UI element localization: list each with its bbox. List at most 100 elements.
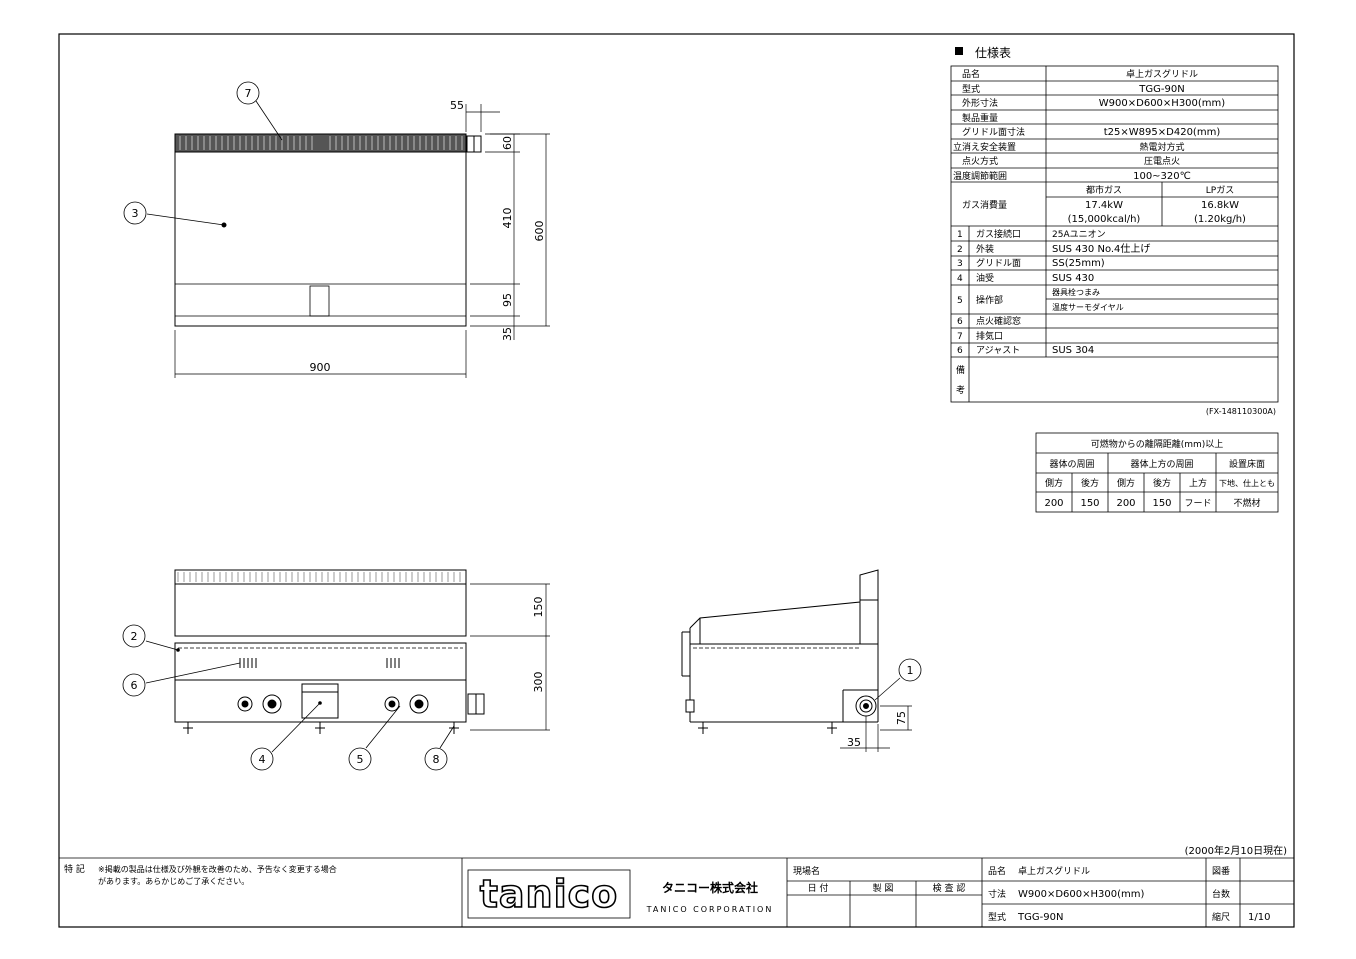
callout-6: 6 (131, 679, 138, 692)
dim-35: 35 (501, 327, 514, 341)
drawing-frame (58, 33, 1295, 928)
dim-60: 60 (501, 136, 514, 150)
date-label: 日 付 (808, 883, 829, 894)
dim-410: 410 (501, 208, 514, 229)
callouts-top (123, 81, 283, 226)
draw-label: 製 図 (873, 882, 894, 894)
clearance-text: 可燃物からの離隔距離(mm)以上 器体の周囲 器体上方の周囲 設置床面 側方 後… (1044, 438, 1275, 509)
callout-8: 8 (433, 753, 440, 766)
clearance-value: 200 (1044, 498, 1063, 509)
part-no: 2 (957, 245, 963, 255)
clearance-group: 器体上方の周囲 (1130, 458, 1193, 470)
dim-95: 95 (501, 293, 514, 307)
company-jp: タニコー株式会社 (662, 880, 758, 895)
callout-2: 2 (131, 630, 138, 643)
clearance-header: 側方 (1045, 477, 1063, 489)
dim-55: 55 (450, 99, 464, 112)
part-value: SUS 430 No.4仕上げ (1052, 242, 1150, 255)
spec-label: 品名 (962, 68, 980, 80)
part-value: SUS 430 (1052, 273, 1094, 284)
model-value: TGG-90N (1017, 912, 1063, 923)
clearance-value: 150 (1080, 498, 1099, 509)
gas-city-kcal: (15,000kcal/h) (1068, 214, 1141, 225)
scale-value: 1/10 (1248, 912, 1270, 923)
note-line-2: があります。あらかじめご了承ください。 (98, 876, 249, 886)
front-view-dimensions (470, 583, 550, 731)
clearance-header: 上方 (1189, 477, 1207, 489)
spec-label: 立消え安全装置 (953, 141, 1016, 153)
spec-label: 外形寸法 (962, 97, 998, 109)
part-no: 5 (957, 296, 963, 306)
tanico-logo: tanico (480, 872, 619, 916)
spec-rows: 品名 卓上ガスグリドル 型式 TGG-90N 外形寸法 W900×D600×H3… (953, 68, 1276, 416)
note-label: 特 記 (64, 863, 85, 875)
name-label: 品名 (988, 865, 1006, 877)
dim-150: 150 (532, 597, 545, 618)
dim-side-35: 35 (847, 736, 861, 749)
spec-heading: 仕様表 (975, 46, 1011, 60)
spec-table (950, 65, 1279, 403)
dim-900: 900 (310, 361, 331, 374)
callout-7: 7 (245, 87, 252, 100)
spec-heading-marker (955, 47, 963, 55)
clearance-group: 設置床面 (1229, 458, 1265, 470)
part-value: 器具栓つまみ (1052, 287, 1100, 297)
name-value: 卓上ガスグリドル (1018, 865, 1090, 877)
gas-lp-kw: 16.8kW (1201, 200, 1239, 211)
count-label: 台数 (1212, 888, 1230, 900)
part-name: 外装 (976, 243, 994, 255)
company-en: TANICO CORPORATION (646, 905, 774, 914)
part-name: 油受 (976, 272, 994, 284)
part-no: 7 (957, 332, 963, 342)
clearance-value: フード (1184, 499, 1211, 509)
callout-dot (318, 701, 322, 705)
note-line-1: ※掲載の製品は仕様及び外観を改善のため、予告なく変更する場合 (98, 864, 337, 874)
part-value: SS(25mm) (1052, 258, 1105, 269)
clearance-value: 200 (1116, 498, 1135, 509)
remarks-label: 備 (956, 364, 965, 376)
gas-city-kw: 17.4kW (1085, 200, 1123, 211)
part-no: 1 (957, 230, 963, 240)
dim-75: 75 (895, 711, 908, 725)
remarks-label: 考 (956, 385, 965, 396)
part-name: アジャスト (976, 346, 1020, 356)
side-view-dimensions (840, 677, 912, 752)
clearance-header: 下地、仕上とも (1219, 478, 1275, 488)
spec-value: 圧電点火 (1144, 156, 1180, 167)
size-label: 寸法 (988, 888, 1006, 900)
top-view-dimensions (174, 104, 550, 378)
callouts-front (122, 624, 455, 771)
spec-value: 卓上ガスグリドル (1126, 68, 1198, 80)
size-value: W900×D600×H300(mm) (1018, 889, 1145, 900)
model-label: 型式 (988, 911, 1006, 923)
callout-dot (176, 648, 180, 652)
part-no: 6 (957, 317, 963, 327)
spec-label: 製品重量 (962, 112, 998, 124)
clearance-value: 150 (1152, 498, 1171, 509)
clearance-value: 不燃材 (1233, 497, 1260, 509)
part-no: 4 (957, 274, 963, 284)
front-view (174, 569, 485, 734)
clearance-group: 器体の周囲 (1049, 458, 1094, 470)
callout-1: 1 (907, 664, 914, 677)
side-view (681, 569, 879, 734)
part-name: グリドル面 (976, 257, 1021, 269)
scale-label: 縮尺 (1212, 911, 1230, 923)
dim-300: 300 (532, 672, 545, 693)
clearance-table (1035, 432, 1279, 513)
spec-label: 型式 (962, 83, 980, 95)
callout-4: 4 (259, 753, 266, 766)
gas-head-city: 都市ガス (1086, 184, 1122, 196)
spec-label: 点火方式 (962, 155, 998, 167)
part-name: ガス接続口 (976, 228, 1021, 240)
title-block-text: 特 記 ※掲載の製品は仕様及び外観を改善のため、予告なく変更する場合 があります… (64, 863, 1270, 923)
part-value: SUS 304 (1052, 345, 1094, 356)
callout-3: 3 (132, 207, 139, 220)
part-name: 点火確認窓 (976, 315, 1021, 327)
gas-lp-kg: (1.20kg/h) (1194, 214, 1246, 225)
part-value: 25Aユニオン (1052, 229, 1106, 240)
gas-head-lp: LPガス (1206, 185, 1234, 196)
clearance-header: 側方 (1117, 477, 1135, 489)
part-name: 操作部 (976, 294, 1003, 306)
